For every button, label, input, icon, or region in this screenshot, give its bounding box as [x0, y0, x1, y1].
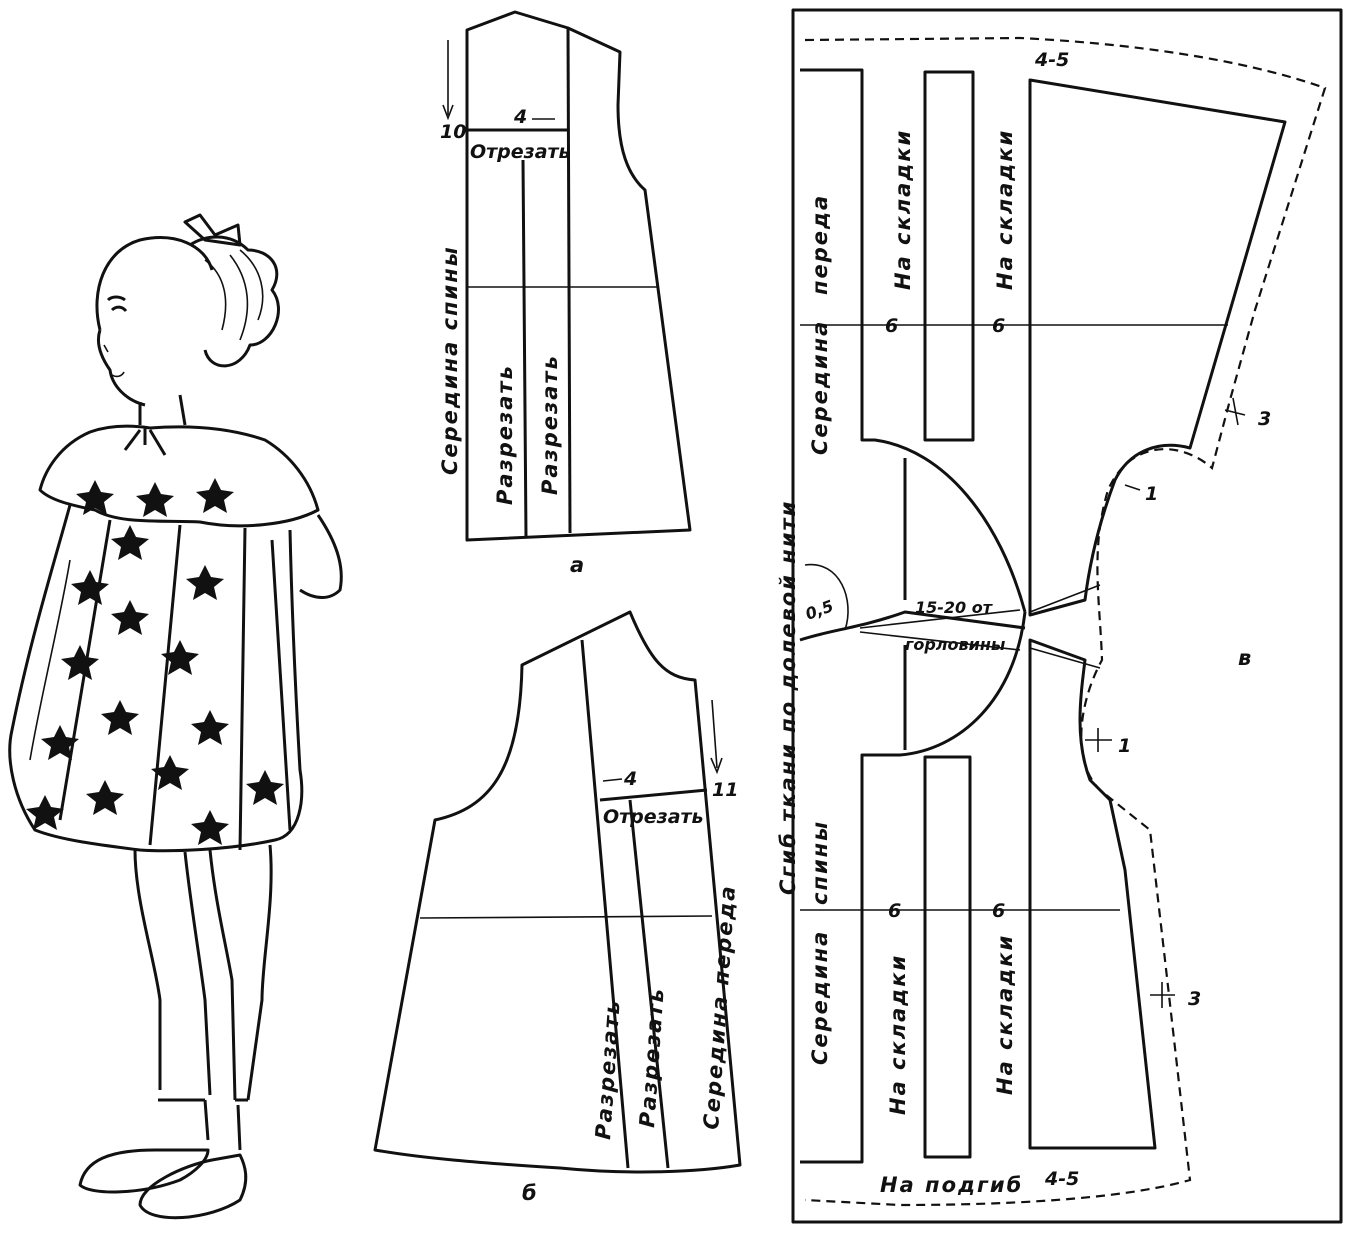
pattern-a-back: 10 4 Отрезать Середина спины Разрезать Р…	[438, 10, 692, 577]
pattern-b-front: 4 11 Отрезать Разрезать Разрезать Середи…	[373, 610, 742, 1205]
pleat-bottom-label-1: На складки	[886, 954, 910, 1115]
allowance-bottom-label: 4-5	[1044, 1168, 1079, 1190]
allowance-top-label: 4-5	[1034, 49, 1069, 71]
pattern-a-letter: а	[570, 553, 586, 577]
pleat-top-label-1: На складки	[891, 129, 915, 290]
neck-arc	[804, 563, 849, 631]
pattern-a-cut-off: Отрезать	[470, 141, 571, 163]
tick-1-top	[1124, 484, 1141, 491]
mark-3-top: 3	[1258, 408, 1271, 430]
center-front-label-1: Середина	[808, 320, 832, 455]
pattern-a-mark-10: 10	[440, 121, 466, 143]
pattern-b-mark-4: 4	[623, 768, 637, 790]
center-back-label-1: Середина	[808, 930, 832, 1065]
front-panel-top	[1028, 78, 1287, 617]
hem-label: На подгиб	[880, 1173, 1023, 1197]
tick-3-bottom	[1150, 982, 1175, 1008]
neck-line-label-2: горловины	[905, 635, 1006, 654]
fold-label: Сгиб ткани по долевой нити	[776, 500, 800, 895]
pattern-b-letter: б	[522, 1181, 539, 1205]
pleat-top-label-2: На складки	[993, 129, 1017, 290]
allowance-dashed-line	[804, 36, 1327, 1207]
pleat-rect-bottom	[923, 755, 972, 1159]
mark-6-c: 6	[888, 900, 901, 922]
girl-illustration	[8, 213, 343, 1220]
center-front-piece	[800, 68, 1027, 613]
neck-line-label-1: 15-20 от	[915, 598, 994, 617]
tick-3-top	[1224, 397, 1246, 426]
mark-1-top: 1	[1145, 483, 1158, 505]
mark-1-bottom: 1	[1118, 735, 1131, 757]
fabric-frame	[791, 8, 1343, 1224]
fabric-print-stars	[26, 478, 284, 845]
pattern-a-center-back: Середина спины	[438, 245, 462, 475]
layout-v-letter: в	[1238, 646, 1253, 670]
pattern-a-cut-1: Разрезать	[493, 364, 517, 505]
mark-05: 0,5	[803, 596, 836, 624]
center-back-label-2: спины	[808, 820, 832, 905]
pattern-b-cut-off: Отрезать	[603, 806, 704, 828]
mark-6-a: 6	[885, 315, 898, 337]
pattern-b-cut-2: Разрезать	[635, 986, 669, 1128]
pattern-a-cut-2: Разрезать	[538, 354, 562, 495]
back-panel-bottom	[1028, 638, 1157, 1150]
pattern-b-cut-1: Разрезать	[591, 998, 625, 1140]
pattern-a-mark-4: 4	[513, 106, 527, 128]
tick-1-bottom	[1085, 728, 1112, 752]
center-back-piece	[800, 611, 1027, 1164]
pleat-bottom-label-2: На складки	[993, 934, 1017, 1095]
pattern-b-mark-11: 11	[712, 779, 738, 801]
mark-6-d: 6	[992, 900, 1005, 922]
mark-3-bottom: 3	[1188, 988, 1201, 1010]
center-front-label-2: переда	[808, 194, 832, 295]
mark-6-b: 6	[992, 315, 1005, 337]
pleat-rect-top	[923, 70, 975, 442]
neck-rays	[859, 584, 1101, 669]
neck-ray-a	[799, 610, 1026, 642]
